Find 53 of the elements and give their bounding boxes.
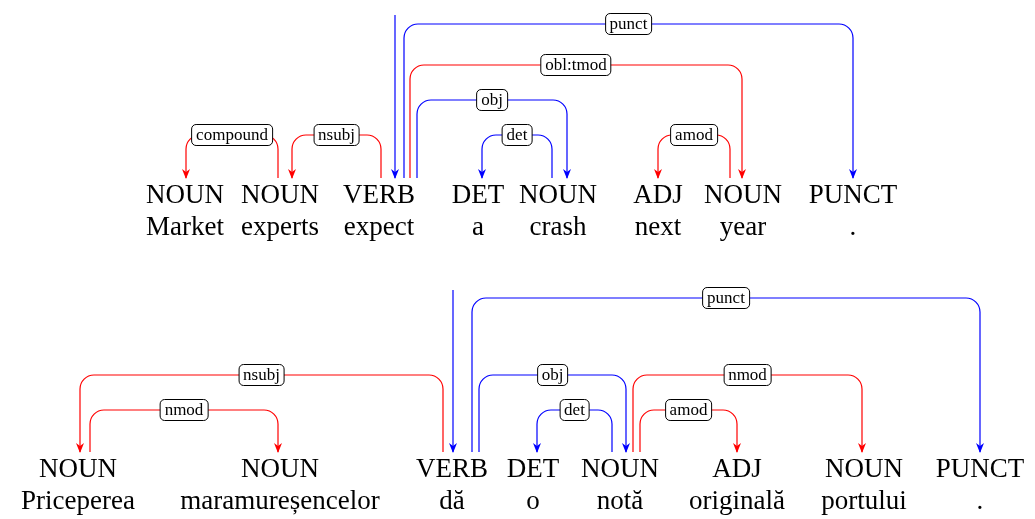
edge-label: nmod (723, 364, 772, 386)
pos-tag: NOUN (579, 452, 661, 484)
dependency-arrow (449, 289, 457, 453)
word: crash (528, 210, 588, 242)
edge-label: punct (604, 13, 653, 35)
pos-tag: NOUN (702, 178, 784, 210)
pos-tag: NOUN (19, 452, 137, 484)
pos-tag: NOUN (517, 178, 599, 210)
pos-tag: ADJ (687, 452, 787, 484)
word: . (848, 210, 858, 242)
edge-label: det (501, 124, 533, 146)
edge-label: amod (664, 399, 713, 421)
edge-label: nsubj (313, 124, 360, 146)
dependency-arrow (391, 14, 399, 179)
edge-label: nsubj (238, 364, 285, 386)
word: o (525, 484, 541, 516)
word: expect (342, 210, 416, 242)
edge-label: obj (536, 364, 569, 386)
word: experts (240, 210, 320, 242)
pos-tag: VERB (341, 178, 417, 210)
edge-label: obl:tmod (540, 54, 612, 76)
word: maramureșencelor (179, 484, 381, 516)
dependency-arrow (416, 99, 571, 179)
edge-label: amod (670, 124, 718, 146)
word: year (718, 210, 768, 242)
word: Market (145, 210, 225, 242)
pos-tag: NOUN (819, 452, 909, 484)
dependency-arrow (478, 374, 630, 453)
pos-tag: NOUN (239, 178, 321, 210)
edge-label: obj (476, 89, 508, 111)
edge-label: compound (191, 124, 273, 146)
edge-label: nmod (159, 399, 209, 421)
pos-tag: PUNCT (806, 178, 900, 210)
dependency-arrow (471, 297, 984, 453)
word: notă (595, 484, 645, 516)
word: portului (820, 484, 908, 516)
word: Priceperea (20, 484, 136, 516)
pos-tag: DET (504, 452, 562, 484)
pos-tag: NOUN (178, 452, 382, 484)
pos-tag: NOUN (144, 178, 226, 210)
pos-tag: VERB (414, 452, 490, 484)
dependency-arrow (403, 23, 857, 179)
word: . (975, 484, 985, 516)
pos-tag: DET (449, 178, 507, 210)
dependency-arrow (76, 374, 444, 453)
word: originală (688, 484, 786, 516)
pos-tag: PUNCT (933, 452, 1027, 484)
word: dă (438, 484, 466, 516)
word: a (471, 210, 485, 242)
pos-tag: ADJ (631, 178, 685, 210)
word: next (633, 210, 683, 242)
edge-label: det (559, 399, 590, 421)
edge-label: punct (702, 287, 750, 309)
